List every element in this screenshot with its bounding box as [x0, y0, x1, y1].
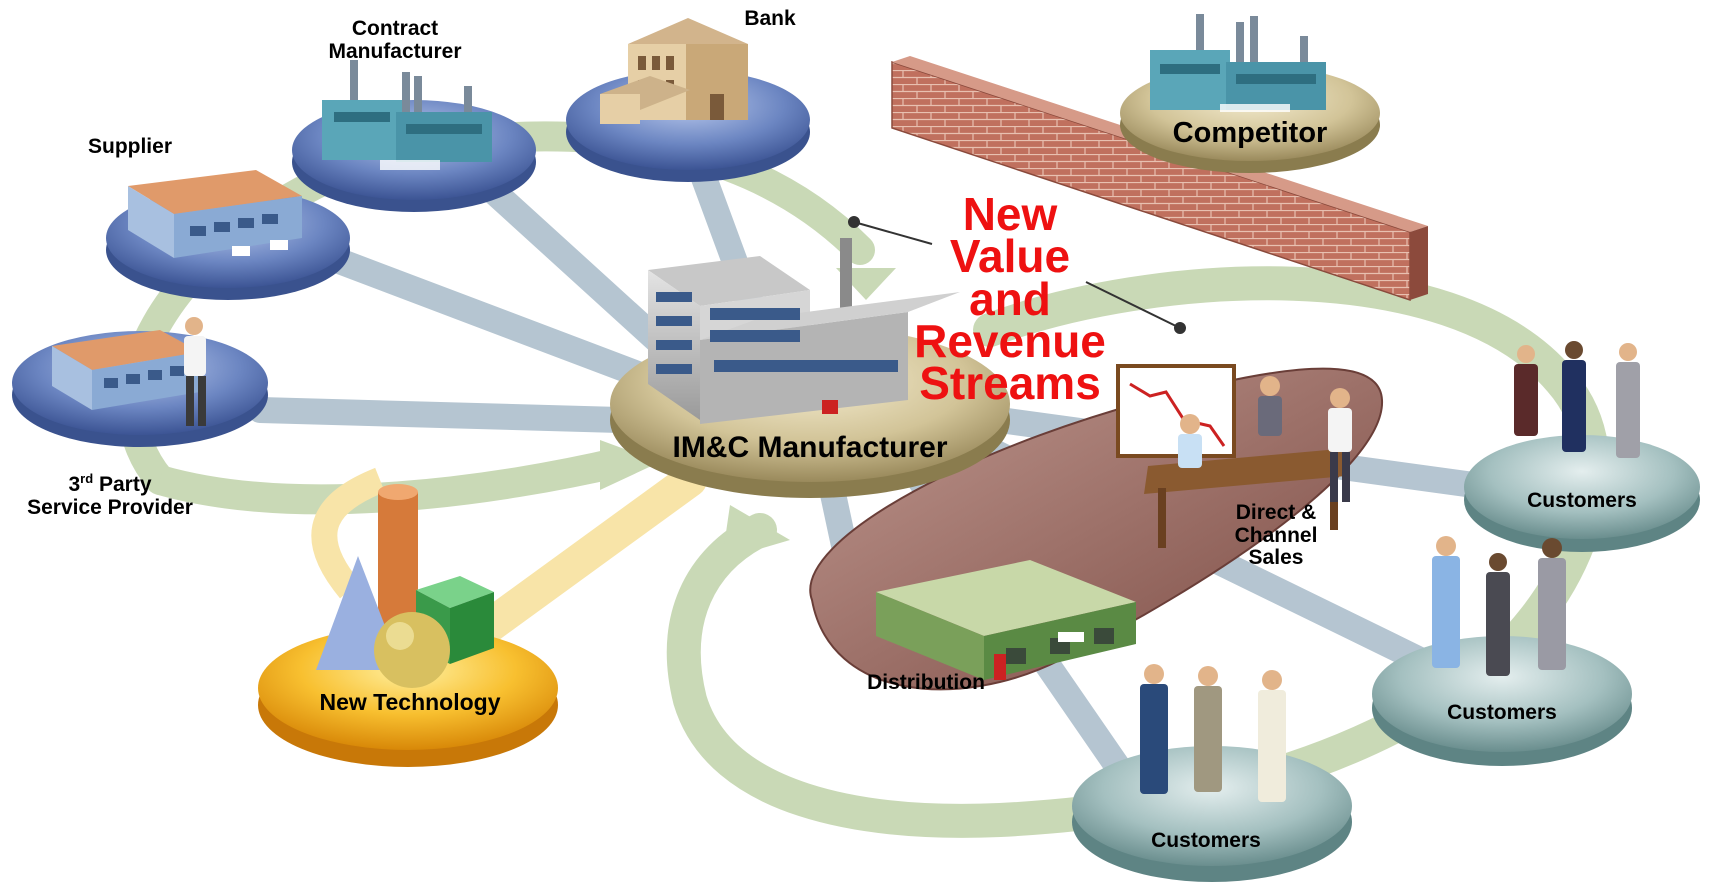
- factory-icon-contract-manufacturer: [322, 60, 492, 170]
- label-supplier: Supplier: [87, 135, 172, 158]
- factory-icon-hub: [648, 238, 960, 424]
- spoke-supplier: [297, 237, 693, 403]
- sphere-icon: [374, 612, 450, 688]
- headline-line: New: [962, 188, 1058, 240]
- new-technology-shapes: [316, 484, 494, 688]
- warehouse-icon-distribution: [876, 560, 1136, 680]
- headline-line: Revenue: [914, 314, 1106, 367]
- label-distribution: Distribution: [867, 671, 985, 694]
- factory-icon-competitor: [1150, 14, 1326, 112]
- brick-wall-end: [1410, 226, 1428, 300]
- headline-callouts: [848, 216, 1186, 334]
- warehouse-icon-supplier: [128, 170, 302, 258]
- customers-people-middle: [1432, 536, 1566, 676]
- label-customers-middle: Customers: [1447, 701, 1557, 724]
- callout-line-hub: [853, 221, 933, 245]
- cube-icon: [416, 576, 494, 608]
- disc-customers-right: [1464, 435, 1700, 552]
- spoke-3rd-party: [247, 397, 633, 433]
- person-icon-3rd-party: [184, 317, 206, 426]
- sales-meeting-scene: [1116, 364, 1352, 548]
- bank-building-icon: [600, 18, 748, 124]
- warehouse-icon-3rd-party: [52, 330, 200, 410]
- label-direct-channel-sales: Direct & Channel Sales: [1234, 501, 1318, 570]
- headline-line: Value: [949, 230, 1071, 283]
- label-new-technology: New Technology: [319, 689, 501, 715]
- customers-people-right: [1514, 341, 1640, 458]
- label-customers-right: Customers: [1527, 489, 1637, 512]
- spoke-new-technology: [453, 463, 707, 657]
- customers-people-bottom: [1140, 664, 1286, 802]
- label-competitor: Competitor: [1172, 117, 1328, 149]
- label-3rd-party-line2: Service Provider: [27, 495, 193, 519]
- label-3rd-party-line1: 3rd Party: [68, 471, 152, 496]
- label-hub: IM&C Manufacturer: [672, 431, 948, 464]
- headline-line: Streams: [919, 357, 1101, 410]
- flow-arrow-right-loop: [666, 266, 1610, 838]
- headline-line: and: [969, 272, 1051, 325]
- label-bank: Bank: [744, 7, 796, 30]
- headline-new-value-revenue: New Value and Revenue Streams: [900, 188, 1120, 410]
- presentation-chart-icon: [1116, 364, 1236, 458]
- label-customers-bottom: Customers: [1151, 829, 1261, 852]
- flow-arrow-new-technology: [311, 467, 385, 599]
- label-contract-manufacturer: Contract Manufacturer: [328, 17, 462, 63]
- label-3rd-party: 3rd Party Service Provider: [0, 471, 220, 519]
- callout-line-sales: [1085, 281, 1181, 329]
- flow-arrowhead-customers: [722, 505, 790, 560]
